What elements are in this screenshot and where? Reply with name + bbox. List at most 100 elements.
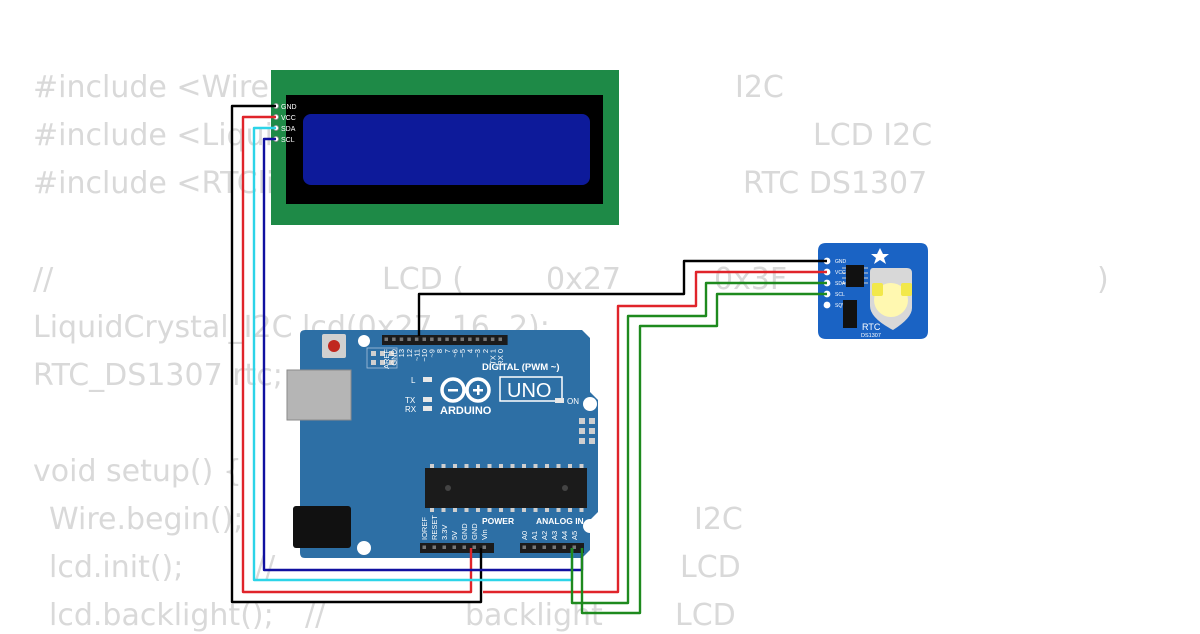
wire-lcd-gnd[interactable] (230, 104, 483, 604)
chip-pin (499, 508, 503, 512)
header-pin[interactable] (399, 337, 404, 342)
pin-label: 7 (443, 349, 452, 353)
pin-label: ~5 (458, 349, 467, 358)
chip-pin (476, 464, 480, 468)
pin-label: 5V (450, 531, 459, 540)
pin-label: 4 (466, 349, 475, 353)
lcd-screen (303, 114, 590, 185)
header-pin[interactable] (462, 545, 467, 550)
pin-label: GND (470, 523, 479, 540)
header-pin[interactable] (452, 337, 457, 342)
chip-pin (533, 464, 538, 468)
chip-pin (545, 508, 549, 512)
digital-pin-header[interactable] (382, 335, 508, 345)
power-header-label: POWER (482, 516, 514, 526)
header-pin[interactable] (430, 337, 434, 342)
lcd-module[interactable]: GND VCC SDA SCL (271, 70, 619, 225)
chip-pin (579, 464, 584, 468)
chip-pin (556, 508, 561, 512)
led-on (555, 398, 564, 403)
wire-rtc-vcc[interactable] (483, 270, 827, 594)
rtc-ds1307-module[interactable]: GND VCC SDA SCL SQW RTC DS1307 (818, 243, 928, 339)
header-pin[interactable] (482, 545, 487, 550)
header-pin[interactable] (437, 337, 442, 342)
chip-pin (464, 508, 469, 512)
header-pin[interactable] (384, 337, 389, 342)
led-l (423, 377, 432, 382)
pin-label: A0 (520, 531, 529, 540)
header-pin[interactable] (392, 337, 396, 342)
chip-pin (522, 464, 526, 468)
header-pin[interactable] (483, 337, 487, 342)
header-pin[interactable] (422, 337, 427, 342)
header-pin[interactable] (442, 545, 447, 550)
chip-pin (499, 464, 503, 468)
header-pin[interactable] (468, 337, 472, 342)
header-pin[interactable] (445, 337, 449, 342)
header-pin[interactable] (532, 545, 537, 550)
mounting-hole (358, 335, 370, 347)
header-pin[interactable] (460, 337, 465, 342)
code-line-lcd-init: lcd.init(); (49, 550, 184, 585)
wire-rtc-gnd[interactable] (417, 259, 827, 336)
rtc-chip-pins (842, 267, 868, 284)
rtc-pin-sqw[interactable] (823, 301, 831, 309)
header-pin[interactable] (475, 337, 480, 342)
lcd-pin-label: SCL (281, 137, 295, 144)
header-pin[interactable] (414, 337, 419, 342)
pin-label: 8 (435, 349, 444, 353)
battery-contact (901, 283, 912, 296)
atmega-chip (425, 468, 587, 508)
header-pin[interactable] (432, 545, 437, 550)
chip-pin (441, 508, 446, 512)
star-logo-icon (871, 248, 889, 264)
led-label: RX (405, 405, 417, 414)
header-pin[interactable] (490, 337, 495, 342)
pin-label: AREF (382, 349, 391, 369)
uno-badge (499, 376, 563, 402)
pin-label: ~10 (420, 349, 429, 362)
rtc-pin-label: SCL (835, 292, 845, 298)
wire-lcd-vcc[interactable] (241, 115, 473, 594)
header-pin[interactable] (572, 545, 577, 550)
rtc-crystal (843, 300, 857, 328)
icsp-pins (371, 351, 394, 365)
analog-pin-header[interactable] (520, 543, 584, 553)
battery-contact (872, 283, 883, 296)
code-comment-slash-2: // (305, 598, 326, 633)
usb-port (286, 369, 352, 421)
header-pin[interactable] (542, 545, 547, 550)
code-comment-rtc: RTC DS1307 (743, 166, 928, 201)
pin-label: ~3 (473, 349, 482, 358)
rtc-pin-label: SQW (835, 303, 847, 309)
chip-pin (510, 508, 515, 512)
header-pin[interactable] (552, 545, 557, 550)
power-pin-header[interactable] (420, 543, 494, 553)
header-pin[interactable] (452, 545, 457, 550)
header-pin[interactable] (522, 545, 527, 550)
lcd-pin-label: GND (281, 104, 297, 111)
code-comment-lcd: LCD ( (382, 262, 465, 297)
code-line-backlight: lcd.backlight(); (49, 598, 274, 633)
pin-label: RX 0 (496, 349, 505, 366)
chip-pin (464, 464, 469, 468)
mounting-hole (583, 519, 597, 533)
code-comment-paren: ) (1097, 262, 1109, 297)
code-line-comment: // (33, 262, 54, 297)
header-pin[interactable] (407, 337, 411, 342)
pin-header-body (520, 543, 584, 553)
wire-rtc-sda[interactable] (570, 281, 827, 605)
digital-header-label: DIGITAL (PWM ~) (482, 362, 560, 373)
header-pin[interactable] (498, 337, 503, 342)
header-pin[interactable] (562, 545, 567, 550)
led-rx (423, 406, 432, 411)
header-pin[interactable] (422, 545, 427, 550)
header-pin[interactable] (472, 545, 477, 550)
wire-rtc-scl[interactable] (580, 292, 827, 615)
mounting-hole (357, 541, 371, 555)
chip-pin (579, 508, 584, 512)
